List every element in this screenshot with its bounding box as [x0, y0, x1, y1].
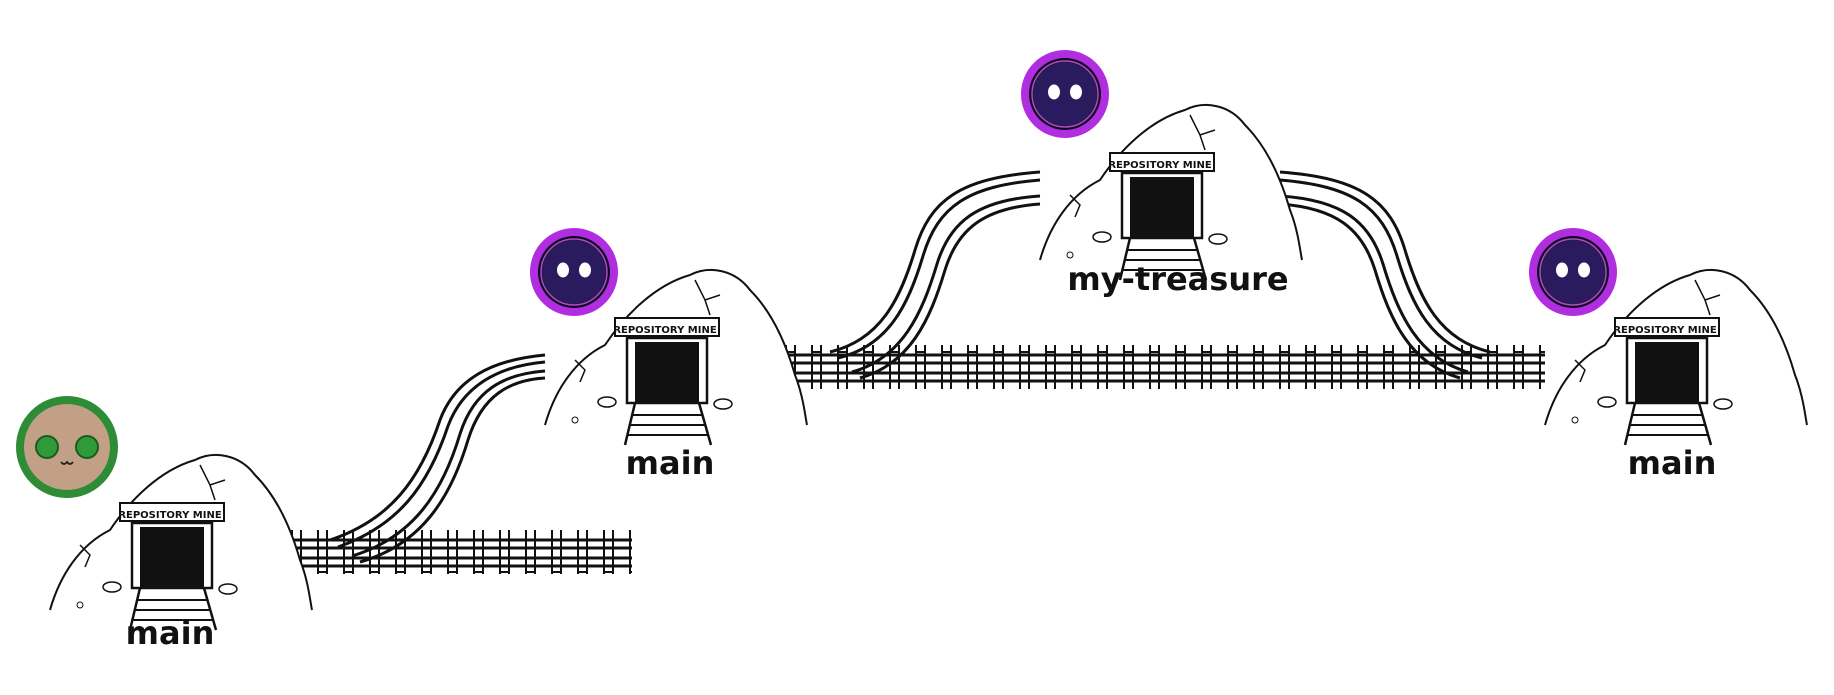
mine-sign-3: REPOSITORY MINE: [1108, 160, 1212, 171]
branch-label-main-3: main: [1627, 444, 1717, 482]
branch-label-my-treasure: my-treasure: [1067, 260, 1289, 298]
purple-orb-avatar-3: [1528, 227, 1618, 317]
green-bear-avatar: [16, 396, 118, 498]
track-curve-1: [329, 353, 546, 564]
purple-orb-avatar-1: [529, 227, 619, 317]
mine-sign-4: REPOSITORY MINE: [1613, 325, 1717, 336]
branch-label-main-1: main: [125, 614, 215, 652]
mine-sign-2: REPOSITORY MINE: [613, 325, 717, 336]
track-curve-2: [829, 170, 1041, 380]
track-curve-3: [1279, 170, 1491, 380]
mine-sign-1: REPOSITORY MINE: [118, 510, 222, 521]
track-segment-1: [282, 530, 632, 574]
purple-orb-avatar-2: [1020, 49, 1110, 139]
branch-label-main-2: main: [625, 444, 715, 482]
